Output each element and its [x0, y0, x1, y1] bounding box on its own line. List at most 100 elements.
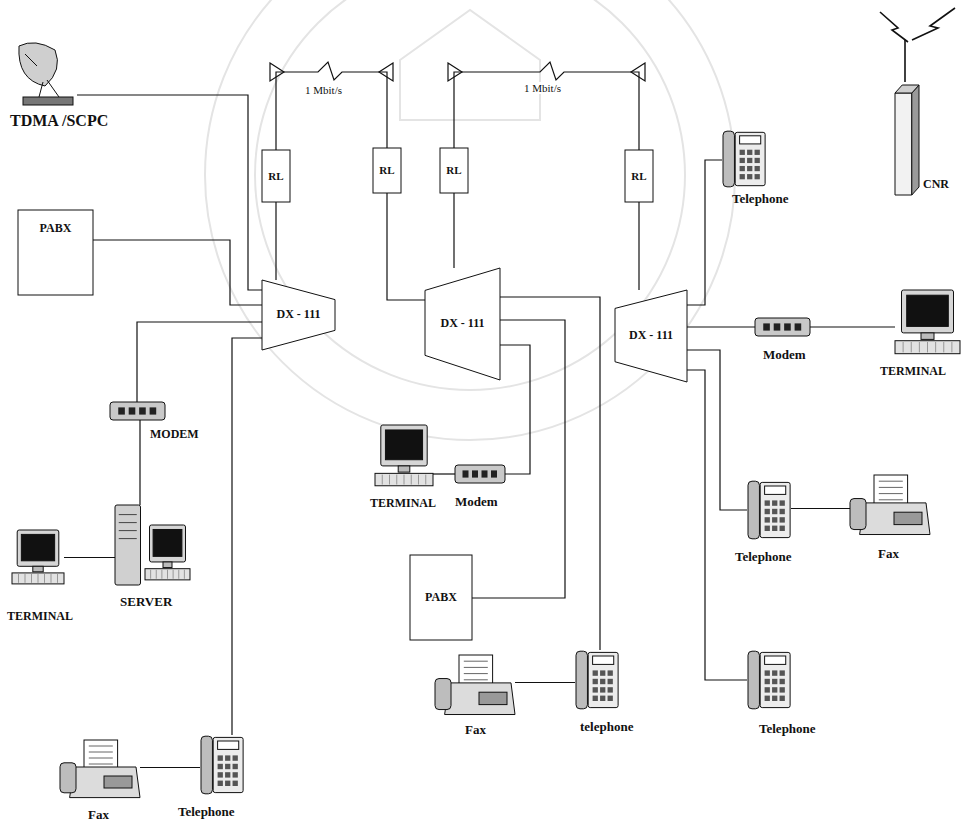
key-line [150, 570, 151, 579]
modem-icon: Modem [455, 465, 505, 483]
modem-led [763, 323, 770, 330]
phone-key [765, 500, 770, 505]
box-outline [18, 210, 93, 295]
modem-led [129, 407, 136, 414]
telephone-icon-drawing [748, 651, 790, 709]
shape-outline [455, 465, 505, 483]
pabx-box-drawing [18, 210, 93, 295]
pabx-box: PABX [18, 210, 93, 295]
dx-switch-drawing [425, 268, 500, 380]
fax-icon: Fax [850, 475, 930, 537]
modem-case [110, 402, 165, 420]
fax-handset [850, 499, 866, 530]
radio-link-box-drawing [373, 148, 401, 193]
key-line [38, 574, 39, 583]
phone-key [747, 158, 752, 163]
key-line [951, 342, 952, 352]
radio-link-box-drawing [440, 148, 468, 193]
satellite-dish: TDMA /SCPC [15, 40, 77, 105]
device-label: Modem [455, 495, 498, 509]
paper-line [879, 499, 903, 500]
modem-led [774, 323, 781, 330]
box-outline [625, 150, 653, 202]
phone-key [225, 781, 230, 786]
fax-keypad [479, 692, 507, 704]
key-line [173, 570, 174, 579]
shape-outline [575, 650, 619, 710]
modem-led [784, 323, 791, 330]
phone-key [780, 500, 785, 505]
device-label: SERVER [120, 595, 172, 609]
phone-key [747, 150, 752, 155]
phone-key [740, 150, 745, 155]
key-line [156, 570, 157, 579]
server-tower [115, 505, 141, 585]
key-line [425, 475, 426, 485]
telephone-icon-drawing [576, 651, 618, 709]
telephone-icon-drawing [201, 736, 243, 794]
phone-key [780, 687, 785, 692]
phone-key [233, 772, 238, 777]
key-line [25, 574, 26, 583]
fax-keypad [894, 512, 922, 524]
phone-body [588, 652, 618, 707]
phone-key [780, 526, 785, 531]
key-line [404, 475, 405, 485]
cabinet-side [912, 85, 919, 195]
modem-led [139, 407, 146, 414]
shape-outline [200, 735, 244, 795]
dx-switch-drawing [615, 290, 687, 382]
device-label: TERMINAL [7, 610, 73, 623]
terminal-icon-drawing [895, 290, 960, 354]
cable-line [137, 322, 262, 402]
phone-key [755, 150, 760, 155]
monitor-case [17, 530, 59, 566]
shape-outline [60, 740, 140, 800]
phone-key [600, 687, 605, 692]
radio-link [276, 62, 387, 150]
device-label: Fax [465, 723, 486, 737]
phone-key [765, 687, 770, 692]
phone-key [780, 509, 785, 514]
phone-body [760, 652, 790, 707]
fax-icon: Fax [435, 655, 515, 717]
radio-link-box-drawing [625, 150, 653, 202]
monitor-screen [153, 529, 182, 556]
shape-outline [110, 402, 165, 420]
radio-link [454, 62, 639, 150]
cable-line [791, 508, 850, 509]
phone-body [213, 737, 243, 792]
phone-key [218, 764, 223, 769]
paper-line [89, 752, 113, 753]
modem-icon: Modem [755, 318, 810, 336]
key-line [161, 570, 162, 579]
key-line [178, 570, 179, 579]
paper-line [464, 679, 488, 680]
cnr-mast [904, 40, 906, 82]
cnr-radio-waves [880, 8, 955, 82]
shape-outline [895, 85, 919, 195]
shape-outline [375, 425, 433, 487]
phone-display [593, 656, 614, 664]
radio-link-box: RL [262, 150, 290, 202]
modem-icon-drawing [755, 318, 810, 336]
monitor-screen [907, 295, 949, 326]
phone-key [225, 755, 230, 760]
phone-key [593, 670, 598, 675]
cable-line [232, 338, 262, 735]
dx-switch-drawing [262, 280, 335, 350]
cable-line [453, 193, 454, 268]
monitor-case [381, 425, 427, 466]
telephone-icon-drawing [748, 481, 790, 539]
phone-display [765, 486, 786, 494]
cable-line [64, 557, 115, 558]
box-label: RL [268, 170, 283, 182]
fax-body [860, 503, 930, 535]
key-line [935, 342, 936, 352]
phone-key [772, 500, 777, 505]
paper-line [879, 487, 903, 488]
phone-key [747, 166, 752, 171]
phone-key [755, 174, 760, 179]
modem-case [455, 465, 505, 483]
key-line [184, 570, 185, 579]
